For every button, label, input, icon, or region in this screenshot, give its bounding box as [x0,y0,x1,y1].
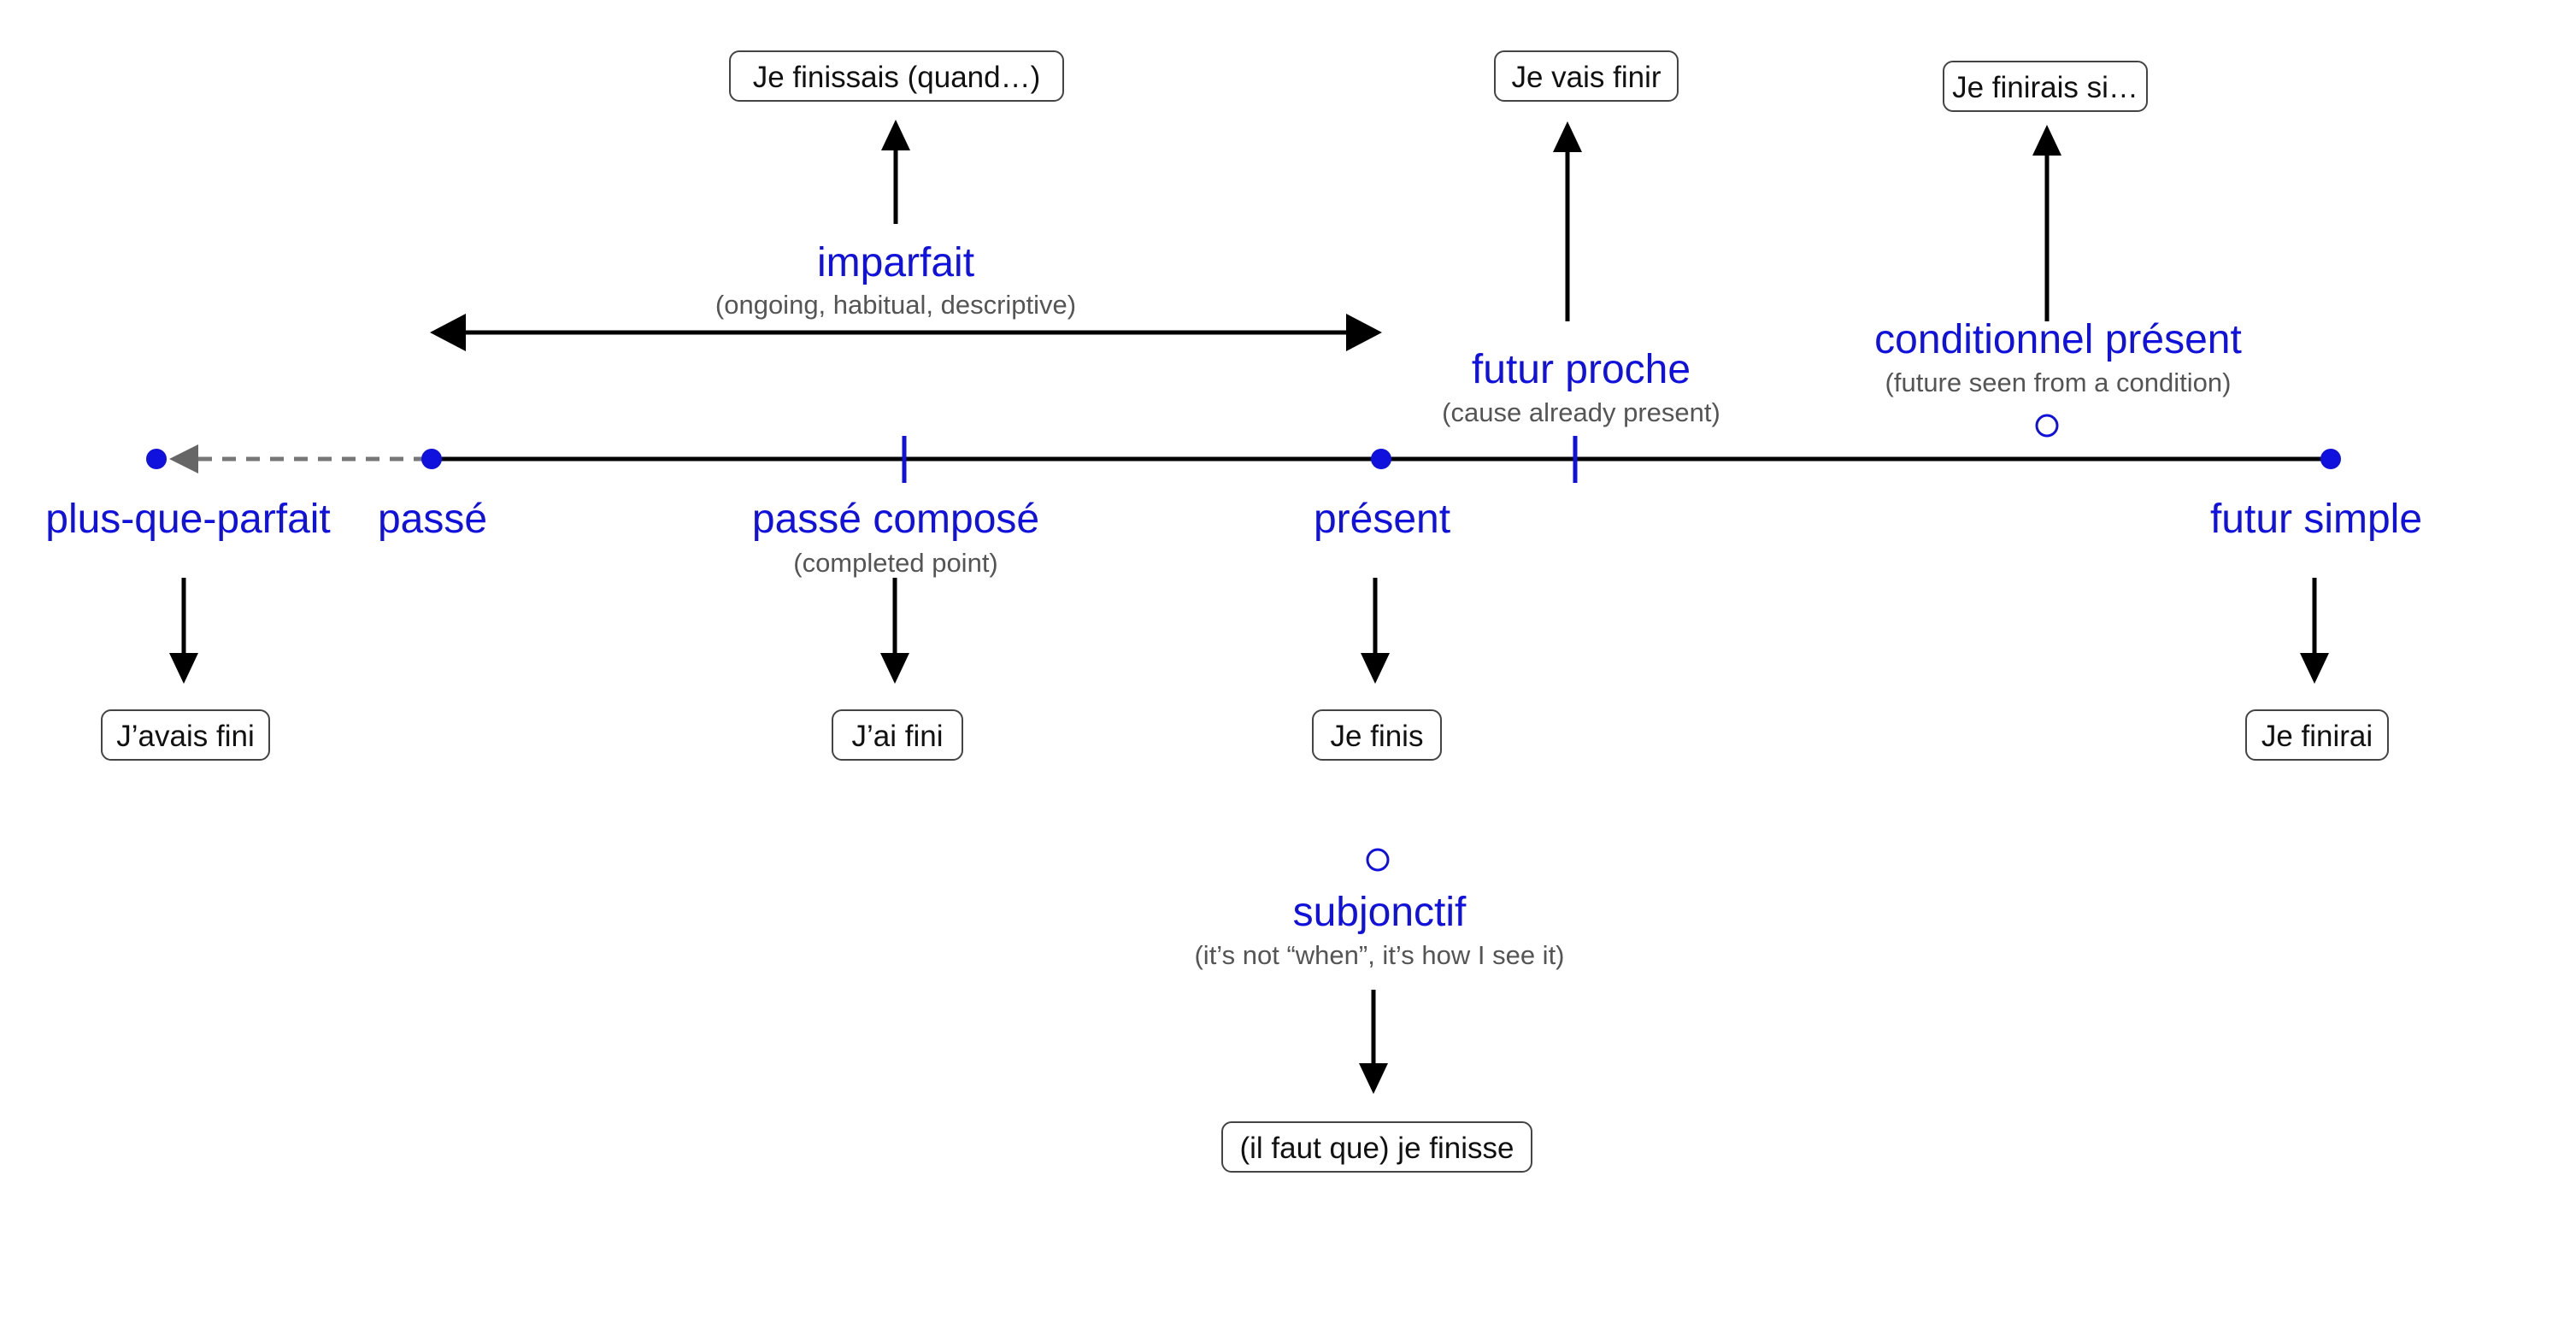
imparfait-left-arrowhead [430,314,466,351]
conditionnel-example-box: Je finirais si… [1943,61,2148,112]
futur-proche-up-arrowhead [1553,121,1582,152]
subjonctif-label: subjonctif [1292,890,1467,935]
imparfait-right-arrowhead [1346,314,1382,351]
passe-compose-note: (completed point) [793,548,998,578]
futur-proche-example-box: Je vais finir [1494,50,1679,102]
futur-simple-down-arrowhead [2300,653,2329,684]
plus-que-parfait-down-arrowhead [169,653,198,684]
passe-dot [421,449,442,469]
plus-que-parfait-label: plus-que-parfait [45,497,331,542]
imparfait-label: imparfait [816,240,975,285]
futur-proche-label: futur proche [1471,347,1691,392]
conditionnel-label: conditionnel présent [1874,317,2242,362]
present-label: présent [1313,497,1451,542]
passe-compose-label: passé composé [751,497,1040,542]
subjonctif-example-box: (il faut que) je finisse [1221,1121,1532,1173]
imparfait-note: (ongoing, habitual, descriptive) [715,290,1077,320]
conditionnel-up-arrowhead [2032,125,2061,156]
futur-proche-note: (cause already present) [1442,397,1720,427]
imparfait-example-box: Je finissais (quand…) [729,50,1064,102]
subjonctif-marker [1366,848,1390,872]
plus-que-parfait-dot [146,449,167,469]
present-example-box: Je finis [1312,709,1442,761]
imparfait-up-arrowhead [881,120,910,150]
passe-compose-down-arrowhead [880,653,909,684]
futur-simple-label: futur simple [2209,497,2423,542]
plus-que-parfait-example-box: J’avais fini [101,709,270,761]
passe-compose-example-box: J’ai fini [832,709,963,761]
subjonctif-note: (it’s not “when”, it’s how I see it) [1194,940,1565,970]
dashed-arrowhead [169,444,198,473]
futur-simple-dot [2320,449,2341,469]
conditionnel-marker [2035,414,2059,438]
futur-simple-example-box: Je finirai [2245,709,2389,761]
present-dot [1371,449,1391,469]
passe-label: passé [377,497,488,542]
subjonctif-down-arrowhead [1359,1063,1388,1094]
conditionnel-note: (future seen from a condition) [1885,368,2232,397]
present-down-arrowhead [1361,653,1390,684]
